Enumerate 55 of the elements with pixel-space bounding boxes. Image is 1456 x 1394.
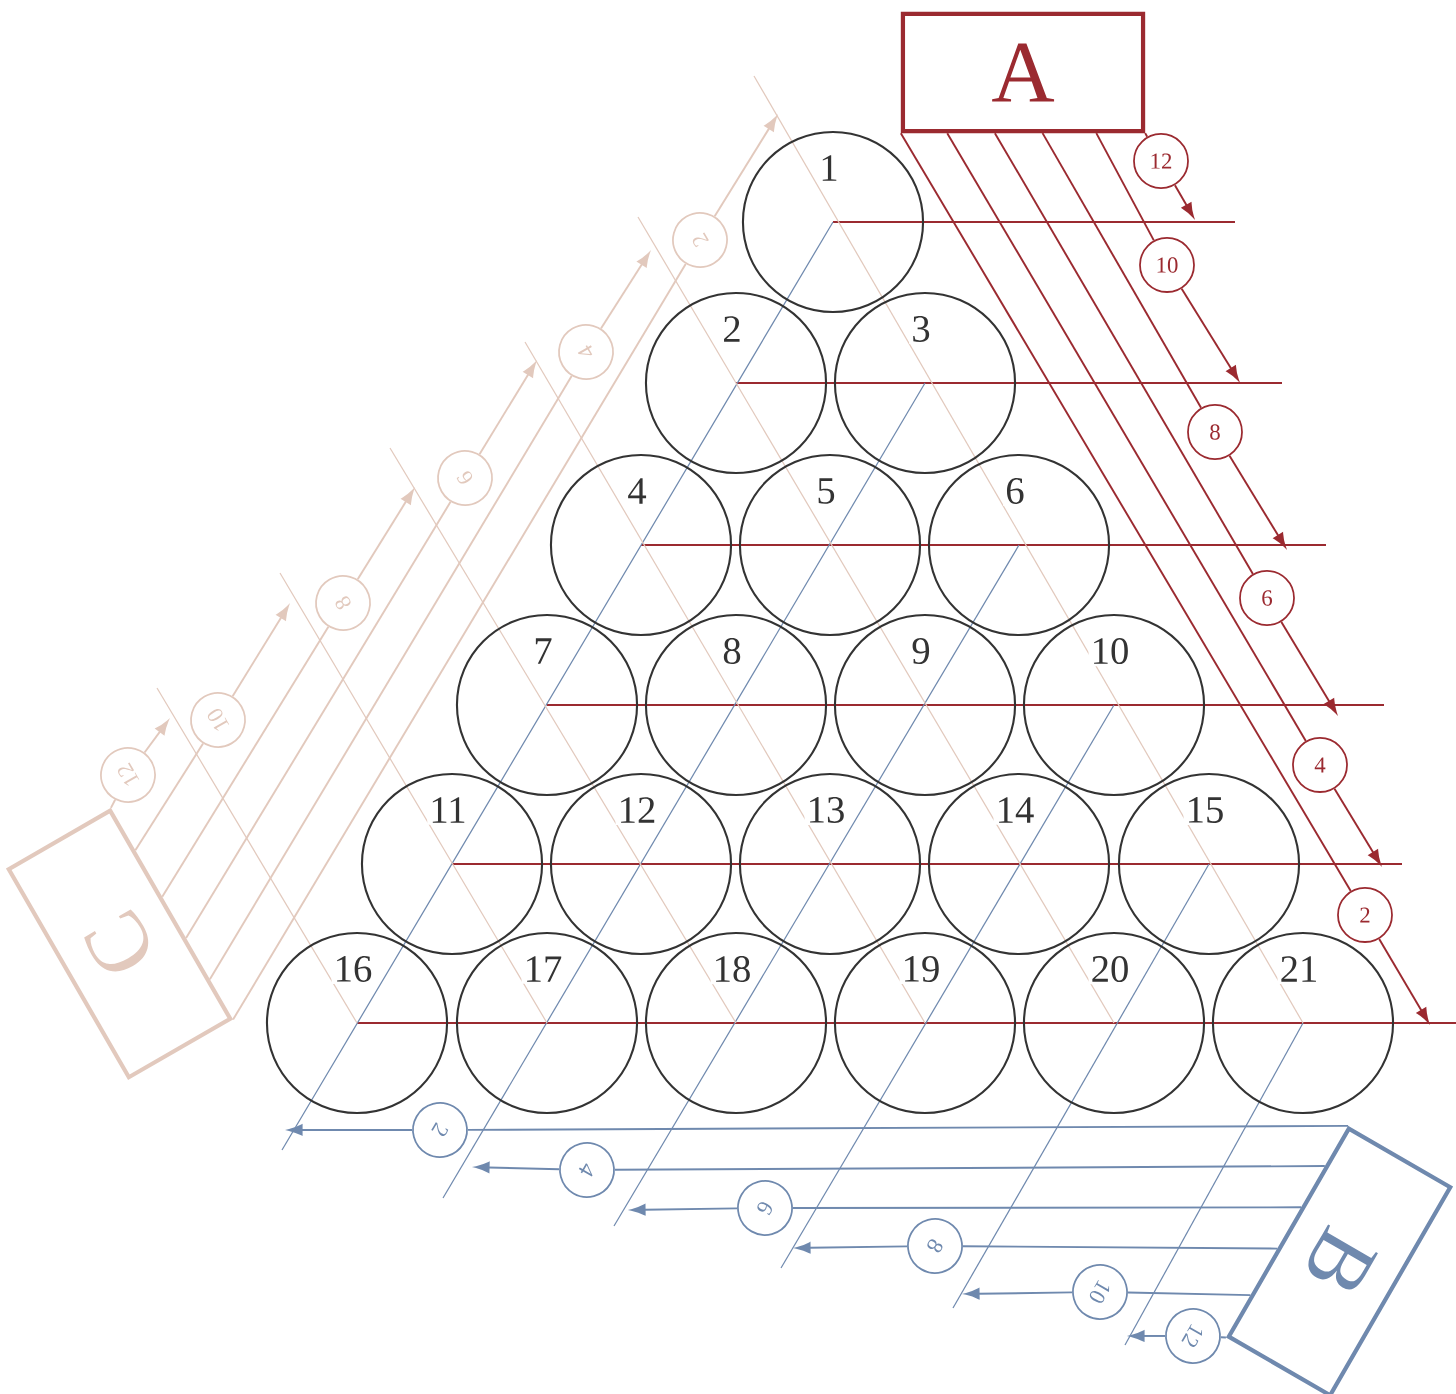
arrow xyxy=(1173,184,1194,218)
connector-line xyxy=(134,742,205,852)
arrow xyxy=(356,489,414,581)
connector-line xyxy=(208,374,573,981)
circled-number: 6 xyxy=(1239,570,1295,626)
arrow xyxy=(143,720,169,754)
connector-line xyxy=(946,132,1307,742)
connector-line xyxy=(1095,132,1155,242)
circled-number: 4 xyxy=(558,324,614,380)
circled-number: 10 xyxy=(1139,237,1195,293)
arrow xyxy=(475,1161,561,1173)
arrow xyxy=(231,605,289,698)
circled-number: 2 xyxy=(412,1102,468,1158)
circled-number: 12 xyxy=(1165,1308,1221,1364)
connector-line xyxy=(993,132,1254,575)
arrow xyxy=(1280,620,1337,714)
circled-number: 4 xyxy=(1292,737,1348,793)
connector-line xyxy=(1219,1336,1227,1339)
circled-number: 2 xyxy=(1337,887,1393,943)
circled-number: 2 xyxy=(672,212,728,268)
circled-number: 10 xyxy=(1072,1264,1128,1320)
circled-number: 8 xyxy=(315,575,371,631)
circled-number: 12 xyxy=(100,747,156,803)
arrow xyxy=(478,362,536,456)
arrow xyxy=(1228,454,1286,548)
connector-line xyxy=(466,1124,1350,1131)
connector-line xyxy=(161,625,330,898)
connector-line xyxy=(961,1245,1279,1250)
circled-number: 12 xyxy=(1133,133,1189,189)
circled-number: 6 xyxy=(737,1180,793,1236)
connector-line xyxy=(1041,132,1203,409)
arrow xyxy=(631,1204,739,1216)
arrow xyxy=(1378,938,1429,1023)
connector-line xyxy=(791,1206,1302,1209)
connector-line xyxy=(899,132,1352,892)
arrow xyxy=(1180,287,1239,381)
circled-number: 10 xyxy=(190,692,246,748)
arrow xyxy=(288,1124,414,1136)
connector-line xyxy=(185,500,452,939)
connector-line xyxy=(1144,132,1149,138)
arrow xyxy=(965,1288,1074,1300)
arrow xyxy=(1130,1330,1167,1342)
circled-number: 6 xyxy=(437,450,493,506)
connector-line xyxy=(109,798,117,809)
letter-box: A xyxy=(900,11,1146,134)
arrow xyxy=(600,252,650,330)
connector-line xyxy=(232,262,687,1021)
connector-line xyxy=(613,1165,1326,1171)
arrow xyxy=(796,1242,909,1254)
circled-number: 4 xyxy=(559,1142,615,1198)
arrow xyxy=(1333,787,1381,865)
circled-number: 8 xyxy=(907,1218,963,1274)
circled-number: 8 xyxy=(1187,404,1243,460)
arrow xyxy=(713,116,777,218)
connector-line xyxy=(1126,1291,1252,1297)
